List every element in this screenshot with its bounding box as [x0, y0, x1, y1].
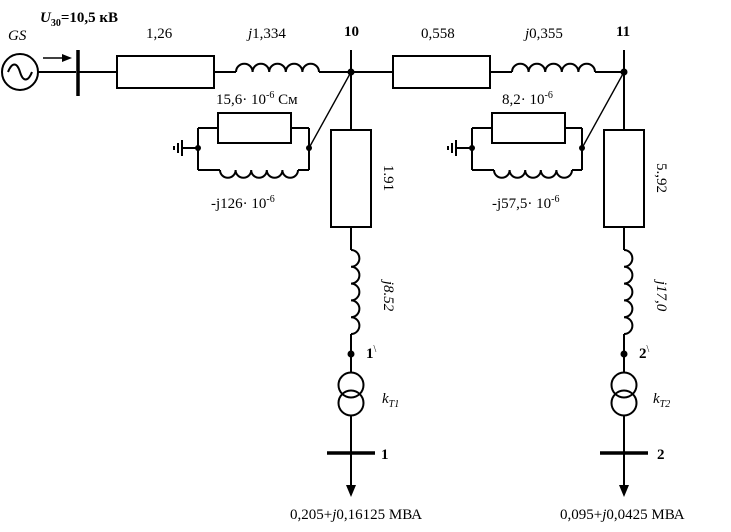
t1-inductor [350, 249, 361, 335]
node11-label: 11 [616, 24, 630, 40]
t1-resistor [330, 129, 372, 228]
t2-transformer-coil [610, 371, 638, 399]
t2-transformer-coil [610, 389, 638, 417]
t2-branch [600, 92, 648, 497]
t1-transformer-coil [337, 371, 365, 399]
t1-x-label: j8.52 [380, 279, 396, 312]
node1-prime-label: 1\ [366, 344, 377, 362]
node2-prime-label: 2\ [639, 344, 650, 362]
line2-resistor [392, 55, 491, 89]
node1-label: 1 [381, 447, 389, 463]
shunt11-conductance [491, 112, 566, 144]
shunt10-g-label: 15,6· 10-6 См [216, 90, 298, 108]
load1-label: 0,205+j0,16125 МВА [290, 507, 422, 523]
t2-resistor [603, 129, 645, 228]
t1-transformer-coil [337, 389, 365, 417]
line1-inductor [235, 62, 320, 73]
source-name: GS [8, 28, 27, 44]
node10-label: 10 [344, 24, 359, 40]
t1-branch [327, 92, 375, 497]
line2-r-label: 0,558 [421, 26, 455, 42]
shunt10-b-label: -j126· 10-6 [211, 194, 275, 212]
ground-icon [447, 140, 457, 156]
line1-r-label: 1,26 [146, 26, 173, 42]
shunt10 [173, 71, 352, 179]
shunt11-b-label: -j57,5· 10-6 [492, 194, 560, 212]
source-voltage: U30=10,5 кВ [40, 10, 118, 29]
source-arrow-icon [43, 54, 72, 62]
line1-x-label: j1,334 [246, 26, 286, 42]
t2-r-label: 5.,92 [653, 163, 669, 193]
shunt10-conductance [217, 112, 292, 144]
node2-label: 2 [657, 447, 665, 463]
shunt11-susceptance [493, 169, 573, 179]
node1-prime-dot [347, 350, 355, 358]
load2-arrow-icon [619, 485, 629, 497]
line2-inductor [511, 62, 596, 73]
load1-arrow-icon [346, 485, 356, 497]
load2-label: 0,095+j0,0425 МВА [560, 507, 685, 523]
t2-x-label: j17,0 [653, 279, 669, 312]
shunt10-susceptance [219, 169, 299, 179]
shunt11 [447, 71, 625, 179]
line1-resistor [116, 55, 215, 89]
ground-icon [173, 140, 183, 156]
node2-prime-dot [620, 350, 628, 358]
t1-r-label: 1.91 [380, 165, 396, 191]
shunt11-g-label: 8,2· 10-6 [502, 90, 553, 108]
t2-inductor [623, 249, 634, 335]
line2-x-label: j0,355 [523, 26, 563, 42]
t2-ratio-label: kT2 [653, 391, 670, 410]
generator-symbol [1, 53, 39, 91]
t1-ratio-label: kT1 [382, 391, 399, 410]
